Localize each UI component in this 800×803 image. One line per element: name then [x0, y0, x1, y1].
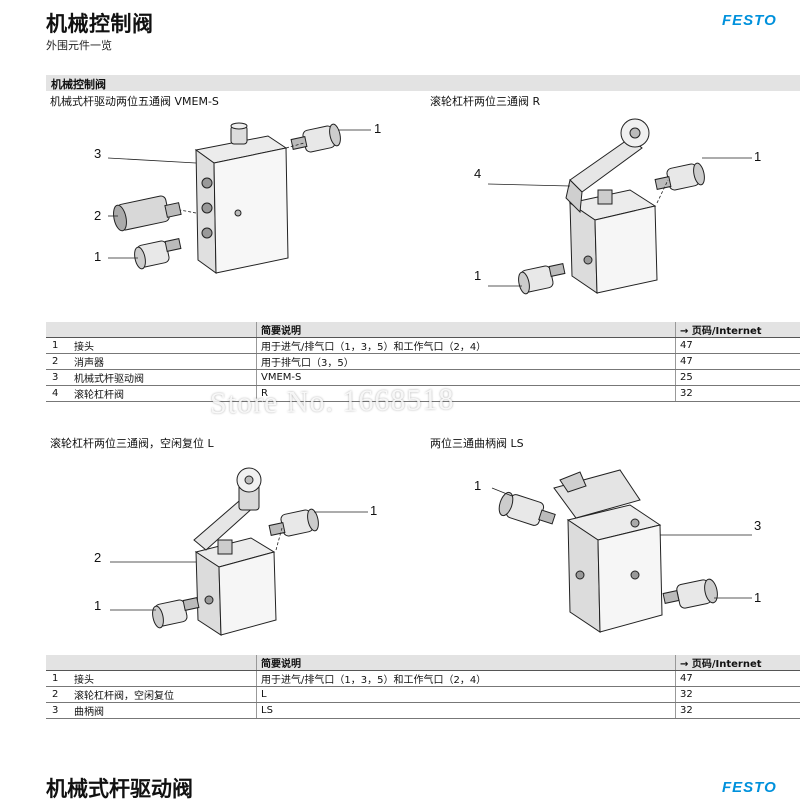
festo-logo-footer: FESTO — [722, 779, 777, 796]
next-section-title: 机械式杆驱动阀 — [46, 773, 193, 803]
col-no — [46, 655, 70, 671]
col-description: 简要说明 — [257, 322, 676, 338]
callout-3: 3 — [754, 518, 761, 533]
callout-1-right: 1 — [754, 149, 761, 164]
section-label: 机械控制阀 — [51, 76, 106, 92]
callout-1-top: 1 — [474, 478, 481, 493]
figure-ls: 1 3 1 — [430, 450, 790, 645]
col-page: → 页码/Internet — [676, 322, 800, 338]
callout-3: 3 — [94, 146, 101, 161]
col-name — [70, 322, 257, 338]
table-row: 2 滚轮杠杆阀，空闲复位 L 32 — [46, 687, 800, 703]
figure-vmem-s: 3 1 2 1 — [46, 108, 406, 308]
table-row: 3 曲柄阀 LS 32 — [46, 703, 800, 719]
col-name — [70, 655, 257, 671]
callout-1-bottom: 1 — [94, 249, 101, 264]
callout-1-bottom: 1 — [474, 268, 481, 283]
col-no — [46, 322, 70, 338]
caption-l: 滚轮杠杆两位三通阀，空闲复位 L — [50, 435, 214, 451]
watermark: Store No. 1668518 — [210, 383, 455, 421]
table-row: 1 接头 用于进气/排气口（1，3，5）和工作气口（2，4） 47 — [46, 671, 800, 687]
table-row: 1 接头 用于进气/排气口（1，3，5）和工作气口（2，4） 47 — [46, 338, 800, 354]
callout-1-top: 1 — [374, 121, 381, 136]
callout-2: 2 — [94, 550, 101, 565]
parts-table-2: 简要说明 → 页码/Internet 1 接头 用于进气/排气口（1，3，5）和… — [46, 655, 800, 719]
table-row: 2 消声器 用于排气口（3，5） 47 — [46, 354, 800, 370]
col-page: → 页码/Internet — [676, 655, 800, 671]
callout-1-right: 1 — [370, 503, 377, 518]
festo-logo: FESTO — [722, 12, 777, 29]
figure-r: 4 1 1 — [430, 108, 790, 308]
page-subtitle: 外围元件一览 — [46, 37, 112, 53]
caption-vmem: 机械式杆驱动两位五通阀 VMEM-S — [50, 93, 219, 109]
caption-r: 滚轮杠杆两位三通阀 R — [430, 93, 540, 109]
callout-1-bottom: 1 — [754, 590, 761, 605]
col-description: 简要说明 — [257, 655, 676, 671]
figure-l: 1 2 1 — [46, 450, 406, 645]
section-header: 机械控制阀 — [46, 75, 800, 91]
page-title: 机械控制阀 — [46, 8, 154, 38]
caption-ls: 两位三通曲柄阀 LS — [430, 435, 524, 451]
callout-1-bottom: 1 — [94, 598, 101, 613]
callout-4: 4 — [474, 166, 481, 181]
callout-2: 2 — [94, 208, 101, 223]
